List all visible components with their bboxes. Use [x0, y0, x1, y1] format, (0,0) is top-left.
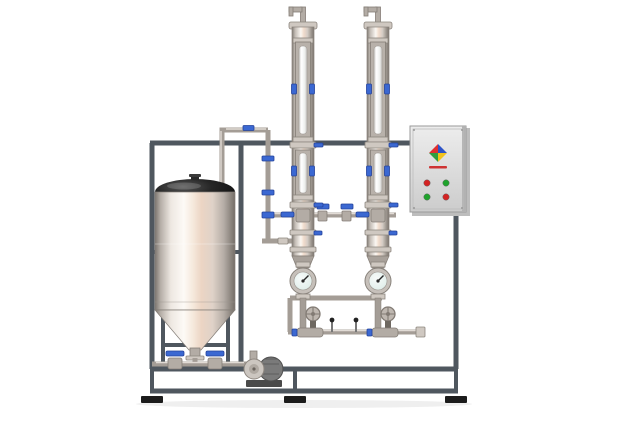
- foot-pad: [445, 396, 467, 403]
- clamp-handle: [242, 125, 255, 131]
- flange-clamp: [289, 141, 317, 149]
- flange-clamp: [289, 229, 317, 236]
- clamp-handle: [261, 189, 275, 196]
- control-panel-door: [409, 125, 467, 213]
- clamp-handle: [261, 155, 275, 162]
- indicator-light-red-2: [442, 193, 450, 201]
- manifold-valves: [316, 203, 354, 222]
- sight-glass-bolt: [309, 83, 315, 95]
- valve-body: [167, 357, 183, 370]
- control-panel: [409, 125, 470, 216]
- flange-clamp: [289, 201, 317, 209]
- flow-meter: [289, 267, 317, 295]
- pipe-clamp: [277, 237, 289, 245]
- brand-text: [429, 166, 447, 169]
- valve-handle: [165, 350, 185, 357]
- brand-logo: [429, 144, 447, 162]
- clamp-handle: [291, 328, 298, 337]
- indicator-light-red-1: [423, 179, 431, 187]
- sight-glass: [298, 152, 308, 194]
- membrane-column-1: [280, 6, 324, 338]
- sight-glass-bolt: [309, 165, 315, 177]
- indicator-light-green-2: [423, 193, 431, 201]
- diaphragm-valve: [291, 306, 324, 338]
- skid-feet: [141, 396, 467, 403]
- valve-handle: [340, 203, 354, 210]
- sight-glass-bolt: [291, 165, 297, 177]
- bottom-line: [152, 350, 284, 387]
- sight-glass-bolt: [291, 83, 297, 95]
- tank-shell: [154, 191, 236, 311]
- feed-tank: [154, 174, 236, 361]
- pipe-end-fitting: [415, 326, 426, 338]
- tank-cone: [154, 309, 236, 351]
- sample-valve-knob: [329, 317, 335, 323]
- valve-body: [207, 357, 223, 370]
- clamp-handle: [313, 142, 324, 148]
- flange-clamp: [289, 246, 317, 253]
- sight-glass: [298, 45, 308, 135]
- valve-handle: [280, 211, 295, 218]
- clamp-handle: [313, 202, 324, 208]
- pump: [243, 350, 284, 387]
- membrane-column-2: [355, 6, 399, 338]
- pump-base: [246, 380, 282, 387]
- clamp-handle: [261, 211, 275, 219]
- foot-pad: [141, 396, 163, 403]
- clamp-handle: [313, 230, 323, 236]
- sample-valve-knob: [353, 317, 359, 323]
- tee-valve-body: [295, 208, 311, 223]
- valve-body: [296, 327, 324, 338]
- floor-shadow: [136, 400, 472, 408]
- indicator-light-green-1: [442, 179, 450, 187]
- valve-handle: [205, 350, 225, 357]
- foot-pad: [284, 396, 306, 403]
- column-bottom-pipe: [299, 297, 307, 333]
